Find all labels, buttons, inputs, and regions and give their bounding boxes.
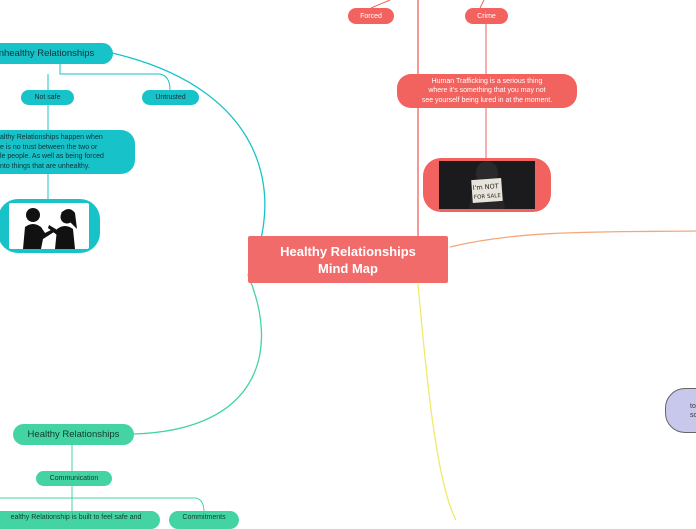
commitments-node[interactable]: Commitments — [169, 511, 239, 529]
sign-text-line2: FOR SALE — [474, 193, 502, 201]
unhealthy-desc-line3: le people. As well as being forced — [0, 153, 104, 160]
trafficking-desc-line1: Human Trafficking is a serious thing — [431, 77, 543, 85]
right-node-line2: so — [690, 411, 696, 419]
forced-node[interactable]: Forced — [348, 8, 394, 24]
unhealthy-title: nhealthy Relationships — [0, 48, 95, 59]
not-safe-label: Not safe — [34, 94, 61, 101]
trafficking-desc-line3: see yourself being lured in at the momen… — [421, 96, 553, 104]
not-safe-node[interactable]: Not safe — [21, 90, 74, 105]
communication-label: Communication — [49, 475, 99, 482]
healthy-relationships-node[interactable]: Healthy Relationships — [13, 424, 134, 445]
trafficking-description-node[interactable]: Human Trafficking is a serious thing whe… — [397, 74, 577, 108]
built-safe-node[interactable]: ealthy Relationship is built to feel saf… — [0, 511, 160, 529]
crime-label: Crime — [477, 12, 496, 20]
forced-label: Forced — [360, 12, 382, 20]
trafficking-desc-line2: where it's something that you may not — [428, 87, 546, 95]
unhealthy-desc-line2: e is no trust between the two or — [0, 143, 98, 151]
unhealthy-desc-line4: nto things that are unhealthy. — [0, 162, 90, 170]
untrusted-label: Untrusted — [155, 94, 186, 101]
unhealthy-description-node[interactable]: althy Relationships happen when e is no … — [0, 130, 135, 174]
central-topic[interactable]: Healthy Relationships Mind Map — [248, 236, 448, 283]
right-node-line1: to — [690, 402, 696, 410]
commitments-label: Commitments — [182, 514, 226, 521]
not-for-sale-image: I'm NOT FOR SALE — [439, 161, 535, 209]
untrusted-node[interactable]: Untrusted — [142, 90, 199, 105]
central-title-line2: Mind Map — [318, 260, 378, 276]
right-edge-node[interactable]: to so — [665, 388, 696, 433]
sign-text-line1: I'm NOT — [472, 182, 499, 192]
unhealthy-desc-line1: althy Relationships happen when — [0, 134, 103, 141]
trafficking-image-node[interactable]: I'm NOT FOR SALE — [423, 158, 551, 212]
unhealthy-relationships-node[interactable]: nhealthy Relationships — [0, 43, 113, 64]
arguing-couple-image — [9, 203, 89, 249]
communication-node[interactable]: Communication — [36, 471, 112, 486]
crime-node[interactable]: Crime — [465, 8, 508, 24]
healthy-title: Healthy Relationships — [27, 429, 120, 440]
built-safe-label: ealthy Relationship is built to feel saf… — [10, 514, 142, 521]
unhealthy-image-node[interactable] — [0, 199, 100, 253]
central-title-line1: Healthy Relationships — [280, 243, 416, 259]
